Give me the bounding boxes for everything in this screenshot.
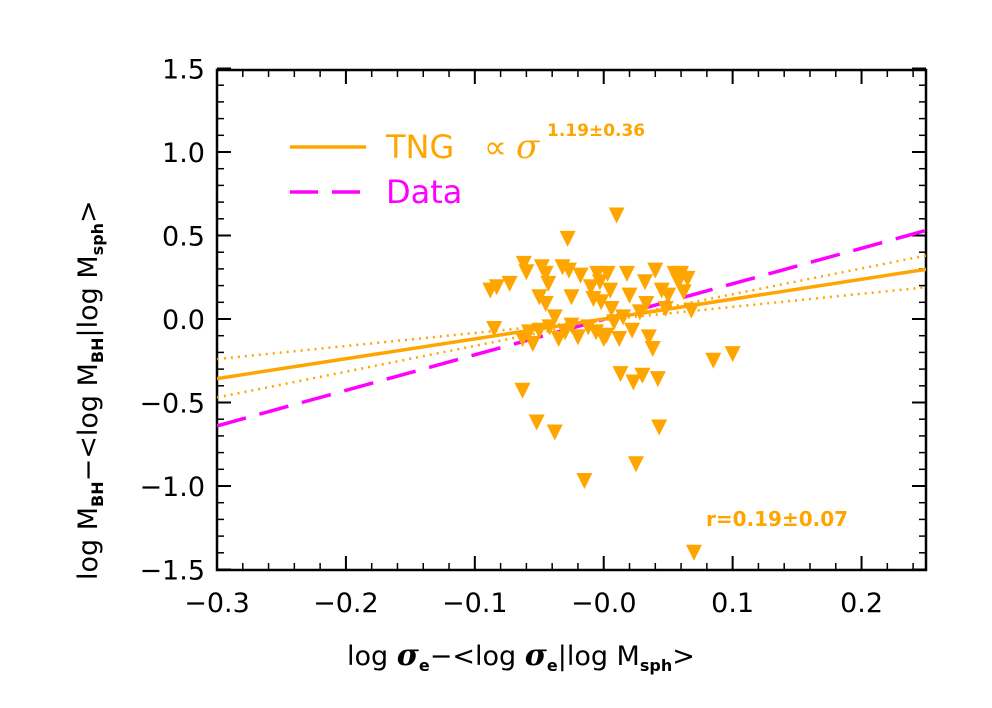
data-point	[488, 279, 505, 296]
data-point	[515, 255, 532, 272]
data-point	[514, 382, 531, 399]
y-tick-label: −0.5	[139, 389, 205, 420]
x-tick-label: −0.1	[442, 588, 508, 619]
y-tick-label: −1.5	[139, 556, 205, 587]
data-point	[528, 414, 545, 431]
legend: TNG ∝ σ 1.19±0.36 Data	[290, 121, 645, 211]
data-point	[546, 309, 563, 326]
y-tick-label: −1.0	[139, 472, 205, 503]
data-point	[546, 424, 563, 441]
data-point	[657, 300, 674, 317]
tng-upper-bound-line	[217, 254, 926, 399]
data-point	[531, 322, 548, 339]
x-tick-label: −0.3	[184, 588, 250, 619]
axis-ticks	[216, 67, 926, 571]
y-tick-label: 1.0	[162, 138, 205, 169]
y-tick-labels: −1.5 −1.0 −0.5 0.0 0.5 1.0 1.5	[139, 55, 205, 587]
data-point	[615, 309, 632, 326]
data-point	[724, 346, 741, 363]
correlation-annotation: r=0.19±0.07	[706, 507, 848, 531]
x-tick-labels: −0.3 −0.2 −0.1 −0.0 0.1 0.2	[184, 588, 883, 619]
data-point	[618, 265, 635, 282]
data-point	[683, 302, 700, 319]
data-point	[625, 374, 642, 391]
data-point	[644, 341, 661, 358]
data-point	[569, 329, 586, 346]
data-point	[524, 336, 541, 353]
data-point	[572, 267, 589, 284]
legend-proportional-symbol: ∝	[484, 128, 507, 166]
data-point	[541, 319, 558, 336]
legend-sigma-symbol: σ	[516, 127, 540, 167]
data-point	[520, 324, 537, 341]
data-point	[540, 275, 557, 292]
data-point	[501, 275, 518, 292]
data-point	[599, 265, 616, 282]
x-tick-label: −0.2	[313, 588, 379, 619]
data-point	[651, 419, 668, 436]
y-axis-title: log MBH−<log MBH|log Msph>	[73, 200, 107, 580]
data-point	[563, 289, 580, 306]
scatter-points	[482, 207, 741, 561]
data-point	[627, 456, 644, 473]
data-point	[589, 265, 606, 282]
x-axis-title: log σe−<log σe|log Msph>	[347, 638, 695, 675]
data-point	[518, 264, 535, 281]
data-point	[647, 262, 664, 279]
data-point	[631, 304, 648, 321]
y-tick-label: 0.5	[162, 222, 205, 253]
data-point	[621, 287, 638, 304]
data-point	[679, 270, 696, 287]
data-point	[634, 367, 651, 384]
data-point	[705, 352, 722, 369]
data-point	[576, 472, 593, 489]
data-point	[563, 317, 580, 334]
x-tick-label: 0.1	[711, 588, 754, 619]
data-point	[611, 331, 628, 348]
data-point	[559, 230, 576, 247]
data-point	[582, 279, 599, 296]
data-point	[560, 262, 577, 279]
data-point	[638, 295, 655, 312]
data-point	[612, 366, 629, 383]
data-point	[591, 274, 608, 291]
data-point	[685, 544, 702, 561]
data-point	[486, 321, 503, 338]
legend-exponent: 1.19±0.36	[547, 121, 645, 141]
y-tick-label: 0.0	[162, 305, 205, 336]
x-tick-label: 0.2	[840, 588, 883, 619]
data-point	[593, 294, 610, 311]
data-point	[602, 282, 619, 299]
legend-tng-label: TNG	[385, 128, 454, 166]
data-point	[537, 265, 554, 282]
data-point	[649, 371, 666, 388]
data-point	[675, 284, 692, 301]
data-point	[606, 314, 623, 331]
data-point	[624, 322, 641, 339]
data-point	[537, 295, 554, 312]
legend-data-label: Data	[386, 173, 462, 211]
data-point	[660, 287, 677, 304]
data-point	[580, 319, 597, 336]
data-point	[640, 329, 657, 346]
x-tick-label: −0.0	[571, 588, 637, 619]
data-point	[636, 274, 653, 291]
y-tick-label: 1.5	[162, 55, 205, 86]
data-point	[598, 327, 615, 344]
data-point	[608, 207, 625, 224]
data-point	[603, 300, 620, 317]
